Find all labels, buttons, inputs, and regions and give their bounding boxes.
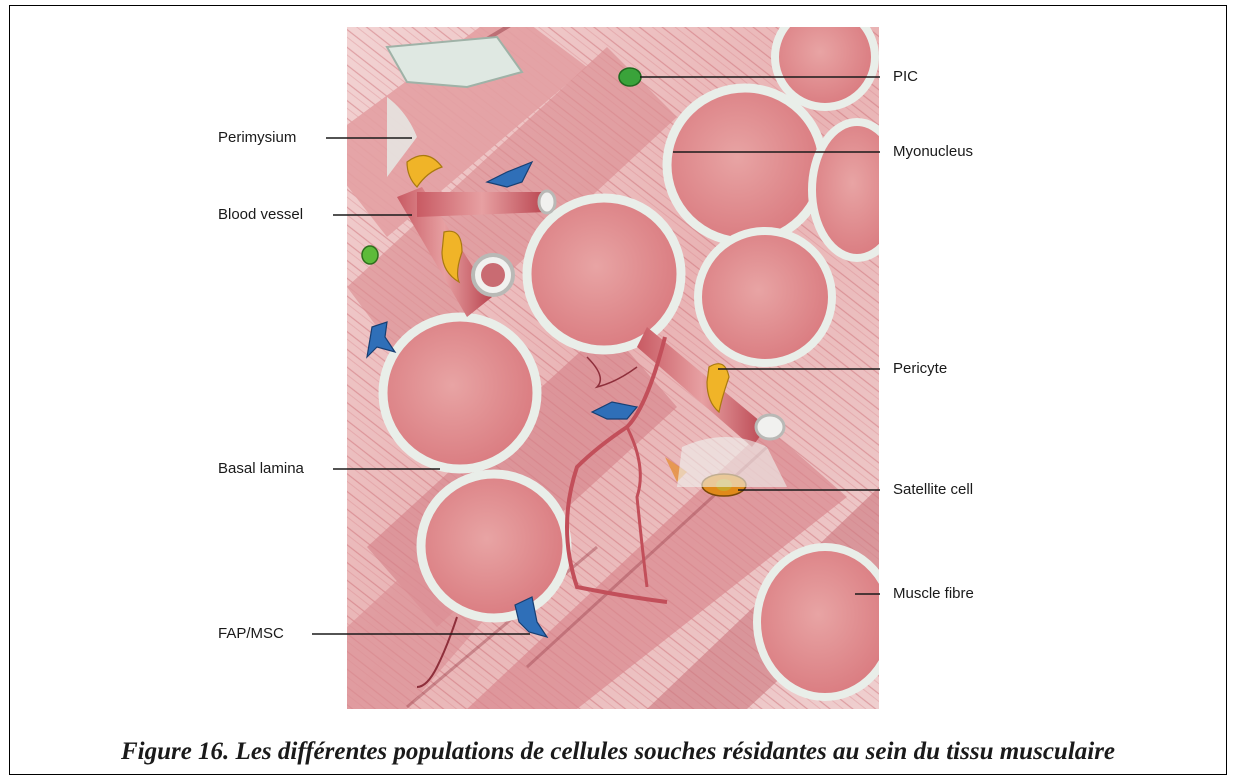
label-myonucleus: Myonucleus (893, 143, 973, 161)
label-perimysium: Perimysium (218, 129, 296, 147)
label-blood-vessel: Blood vessel (218, 206, 303, 224)
label-pericyte: Pericyte (893, 360, 947, 378)
figure-caption: Figure 16. Les différentes populations d… (0, 738, 1236, 766)
label-pic: PIC (893, 68, 918, 86)
label-basal-lamina: Basal lamina (218, 460, 304, 478)
label-muscle-fibre: Muscle fibre (893, 585, 974, 603)
label-fap-msc: FAP/MSC (218, 625, 284, 643)
label-satellite-cell: Satellite cell (893, 481, 973, 499)
